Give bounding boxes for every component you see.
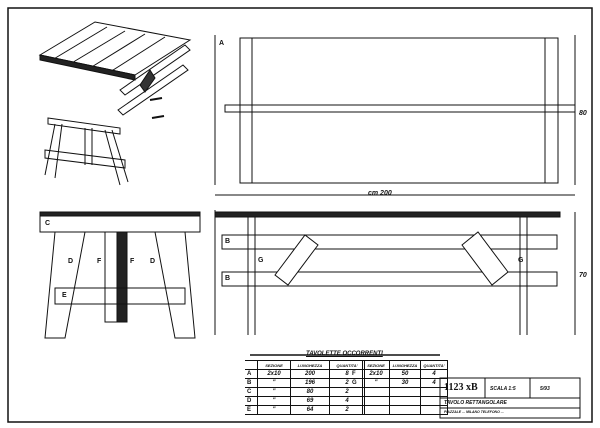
isometric-sketch: [38, 21, 192, 186]
drawing-code: 1123 xB: [444, 382, 478, 393]
end-view: [39, 211, 201, 339]
height-dimension: 70: [579, 272, 587, 279]
part-label: B: [225, 275, 231, 282]
drawing-name: TAVOLO RETTANGOLARE: [444, 400, 507, 406]
side-view: [214, 210, 576, 335]
sheet-frame: [7, 7, 593, 423]
length-dimension: cm 200: [368, 190, 392, 197]
top-view: [214, 35, 576, 185]
part-label: F: [97, 258, 102, 265]
table-row: [350, 396, 448, 406]
parts-table-title: TAVOLETTE OCCORRENTI: [306, 351, 383, 357]
table-row: [350, 387, 448, 397]
part-label: C: [45, 220, 51, 227]
part-label: E: [62, 292, 67, 299]
part-label: G: [518, 257, 524, 264]
part-label: B: [225, 238, 231, 245]
part-label: G: [258, 257, 264, 264]
table-row: [350, 405, 448, 415]
drawing-address: PIAZZALE ... MILANO TELEFONO ...: [444, 410, 504, 414]
drawing-sheet: 5/93: [540, 386, 550, 392]
part-label: F: [130, 258, 135, 265]
part-label: D: [150, 258, 156, 265]
width-dimension: 80: [579, 110, 587, 117]
part-label: D: [68, 258, 74, 265]
part-label: A: [219, 40, 225, 47]
drawing-scale: SCALA 1:5: [490, 386, 516, 392]
